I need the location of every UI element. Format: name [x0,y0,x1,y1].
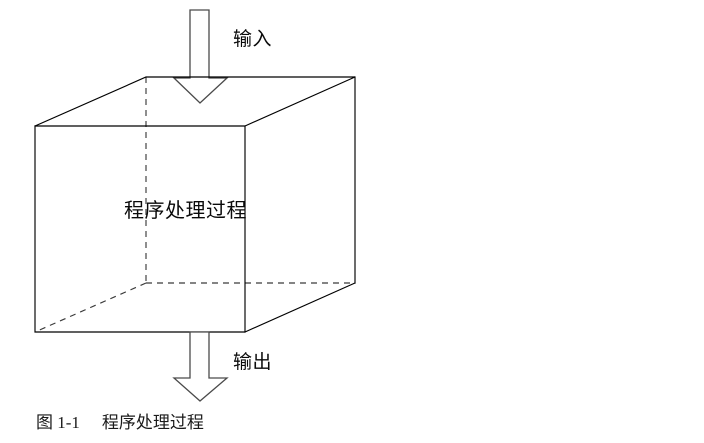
cube-top-face [34,76,356,127]
caption-number: 图 1-1 [36,413,80,432]
cube-hidden-depth-edge [34,282,147,333]
caption-title: 程序处理过程 [101,413,204,432]
figure-caption: 图 1-1 程序处理过程 [36,411,204,435]
cube-visible-edges [34,76,356,333]
cube-hidden-edges [34,77,355,333]
output-arrow-icon [172,331,229,402]
cube-front-face [34,125,246,333]
output-label: 输出 [233,352,273,373]
input-arrow-icon [172,9,229,104]
box-label: 程序处理过程 [124,200,247,222]
input-label: 输入 [233,29,273,50]
cube-right-bottom-edge [244,282,356,333]
